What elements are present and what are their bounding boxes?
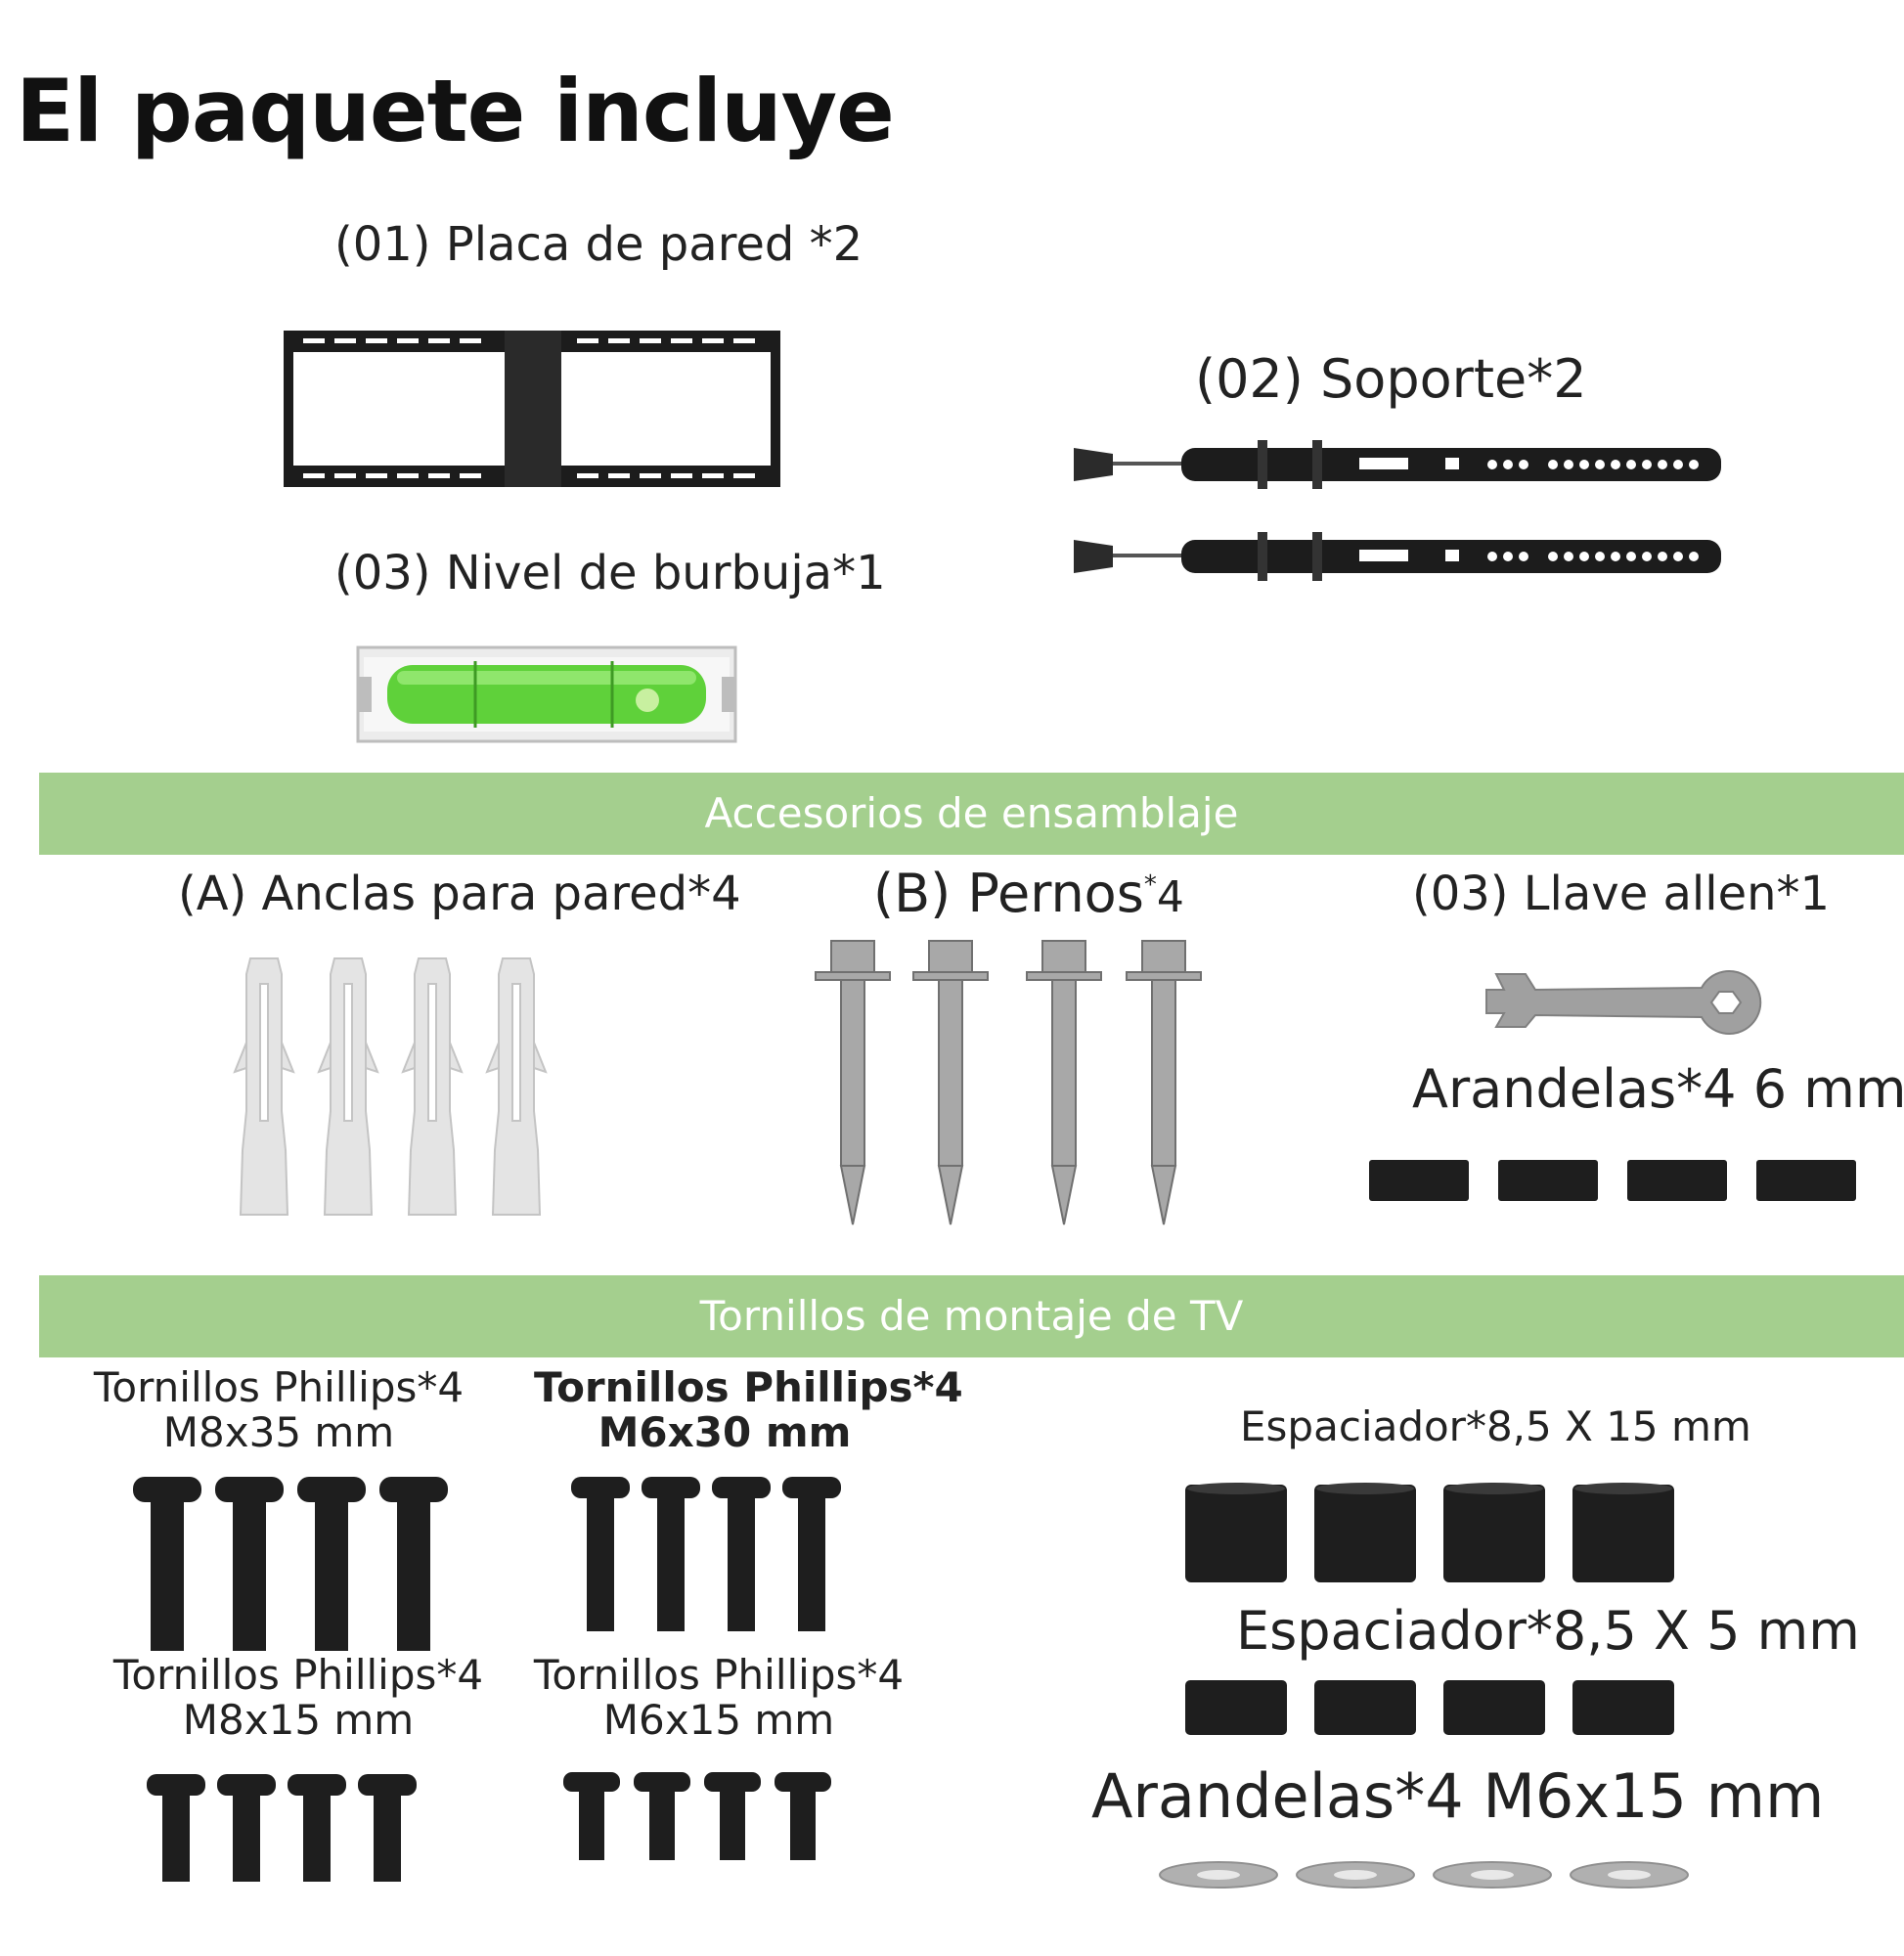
bubble-level-image (356, 645, 737, 743)
bolts-label: (B) Pernos*4 (873, 863, 1184, 924)
screws-m8x15-image (147, 1774, 417, 1882)
allen-key-label: (03) Llave allen*1 (1412, 867, 1831, 921)
spacer-5mm-image (1185, 1680, 1674, 1735)
screws-m6x30-label: Tornillos Phillips*4 M6x30 mm (534, 1363, 963, 1456)
anchors-label: (A) Anclas para pared*4 (178, 867, 741, 921)
screws-m6x30-line1: Tornillos Phillips*4 (534, 1363, 963, 1411)
spacer-15mm-label: Espaciador*8,5 X 15 mm (1240, 1402, 1751, 1450)
wall-plate-label: (01) Placa de pared *2 (334, 217, 863, 272)
washers-m6-label: Arandelas*4 M6x15 mm (1091, 1760, 1825, 1832)
bolts-label-text: (B) Pernos (873, 863, 1144, 924)
screws-m8x35-image (133, 1477, 448, 1651)
washers-m6-image (1159, 1861, 1689, 1889)
wall-plate-image (284, 331, 780, 487)
screws-m6x15-image (563, 1772, 831, 1860)
spacer-5mm-label: Espaciador*8,5 X 5 mm (1236, 1600, 1860, 1662)
allen-key-image (1485, 970, 1762, 1035)
bolts-label-qty: 4 (1156, 872, 1184, 922)
screws-m8x15-line1: Tornillos Phillips*4 (112, 1651, 484, 1699)
screws-m8x35-line1: Tornillos Phillips*4 (93, 1363, 465, 1411)
screws-m8x35-label: Tornillos Phillips*4 M8x35 mm (88, 1365, 469, 1455)
screws-m6x30-image (571, 1477, 841, 1631)
bracket-image (1074, 440, 1721, 581)
washers-6mm-image (1369, 1160, 1856, 1201)
screws-m6x30-line2: M6x30 mm (598, 1408, 852, 1456)
banner-assembly: Accesorios de ensamblaje (39, 773, 1904, 855)
bubble-level-label: (03) Nivel de burbuja*1 (334, 546, 886, 600)
banner-tv-screws: Tornillos de montaje de TV (39, 1275, 1904, 1357)
spacer-15mm-image (1185, 1483, 1674, 1582)
bracket-label: (02) Soporte*2 (1195, 348, 1587, 410)
screws-m6x15-line2: M6x15 mm (602, 1696, 835, 1744)
screws-m6x15-line1: Tornillos Phillips*4 (533, 1651, 905, 1699)
screws-m8x15-label: Tornillos Phillips*4 M8x15 mm (108, 1653, 489, 1743)
anchors-image (233, 957, 548, 1216)
screws-m8x15-line2: M8x15 mm (182, 1696, 415, 1744)
screws-m8x35-line2: M8x35 mm (162, 1408, 395, 1456)
bolts-label-star: * (1143, 870, 1157, 900)
bolts-image (815, 940, 1202, 1225)
screws-m6x15-label: Tornillos Phillips*4 M6x15 mm (528, 1653, 909, 1743)
washers-6mm-label: Arandelas*4 6 mm (1412, 1058, 1904, 1120)
page-title: El paquete incluye (16, 61, 895, 161)
